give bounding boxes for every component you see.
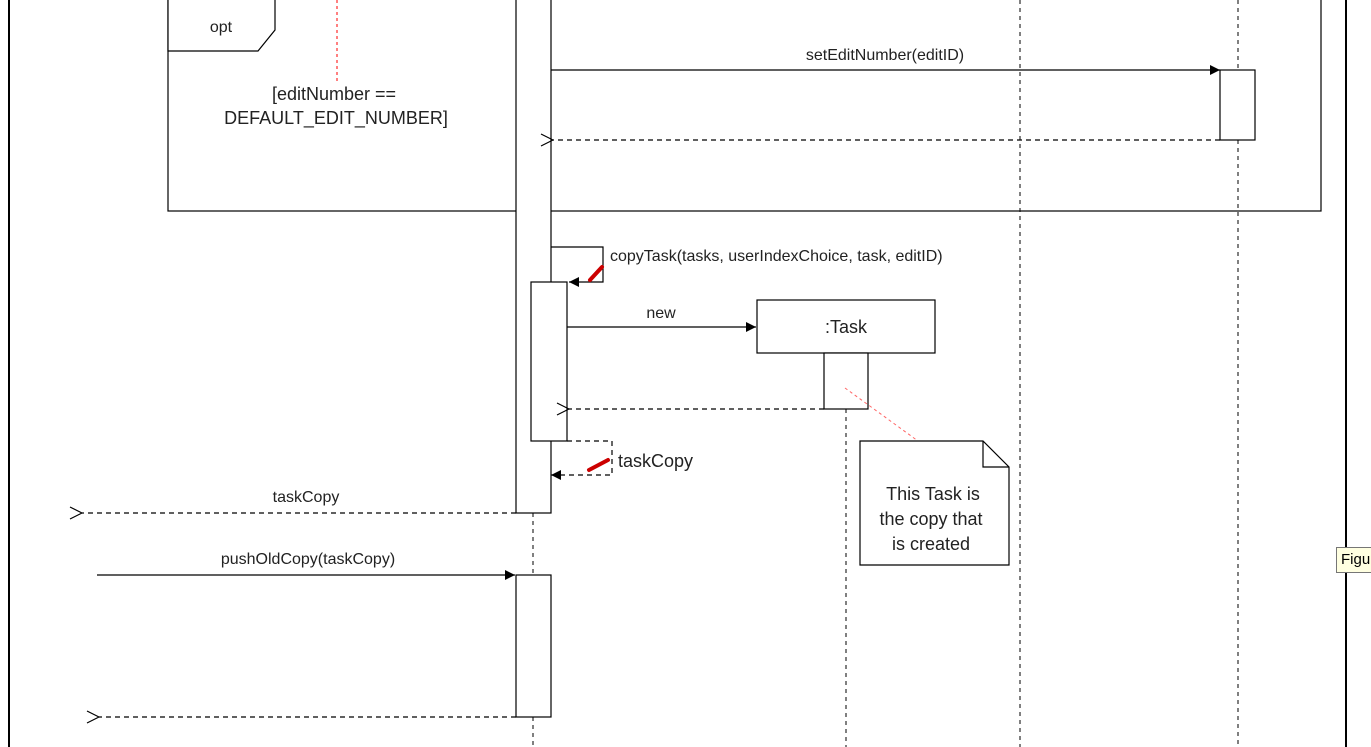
task-activation-bar	[823, 352, 869, 410]
guard-condition-line1: [editNumber ==	[272, 84, 396, 104]
opt-fragment	[167, 0, 1322, 212]
task-copy-return-label: taskCopy	[273, 489, 340, 506]
nested-activation-bar	[530, 281, 568, 442]
copy-task-highlight-mark	[588, 265, 604, 282]
right-activation-bar	[1219, 69, 1256, 141]
guard-condition-line2: DEFAULT_EDIT_NUMBER]	[224, 108, 448, 129]
task-object-label: :Task	[825, 317, 868, 337]
push-old-copy-label: pushOldCopy(taskCopy)	[221, 551, 395, 568]
copy-task-label: copyTask(tasks, userIndexChoice, task, e…	[610, 248, 943, 265]
opt-operator-label: opt	[210, 19, 233, 36]
opt-operator-tab	[167, 0, 276, 52]
new-task-label: new	[646, 305, 676, 322]
task-copy-self-return	[551, 440, 613, 480]
task-copy-highlight-mark	[587, 458, 610, 472]
note-fold-corner	[982, 441, 1009, 468]
note-line2: the copy that	[879, 509, 982, 529]
copy-task-self-arrow	[551, 246, 604, 287]
note-connector	[844, 387, 919, 442]
figure-tooltip: Figu	[1336, 547, 1371, 573]
push-activation-bar	[515, 574, 552, 718]
note-line3: is created	[892, 534, 970, 554]
set-edit-number-label: setEditNumber(editID)	[806, 47, 964, 64]
note-box	[859, 440, 1010, 566]
note-line1: This Task is	[886, 484, 980, 504]
task-copy-self-label: taskCopy	[618, 451, 693, 471]
task-object-box	[756, 299, 936, 354]
